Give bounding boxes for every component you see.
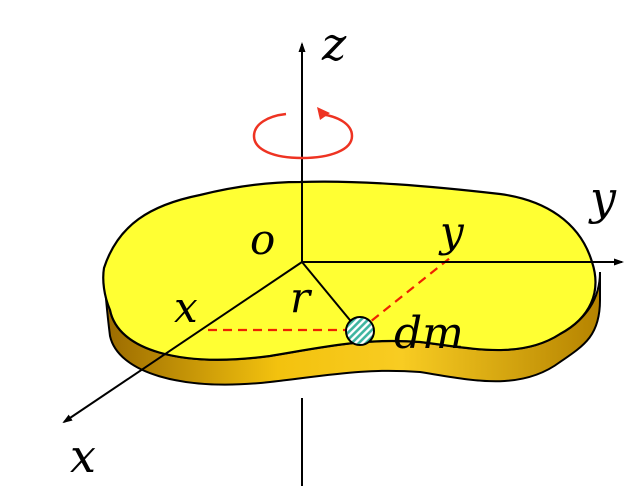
- projection-line-y: [359, 257, 451, 331]
- plate-top-face: [102, 180, 597, 361]
- origin-label: o: [250, 215, 275, 264]
- x-axis-label: x: [70, 429, 96, 483]
- mass-element-label: dm: [394, 308, 464, 359]
- z-axis-label: z: [321, 17, 347, 71]
- radius-label: r: [290, 273, 313, 322]
- y-axis-label: y: [588, 171, 617, 225]
- point-y-label: y: [438, 207, 465, 256]
- radius-line: [301, 261, 355, 326]
- mass-element: [345, 316, 375, 346]
- rotation-arrow: [252, 107, 354, 160]
- point-x-label: x: [174, 283, 198, 332]
- x-axis: [62, 261, 303, 424]
